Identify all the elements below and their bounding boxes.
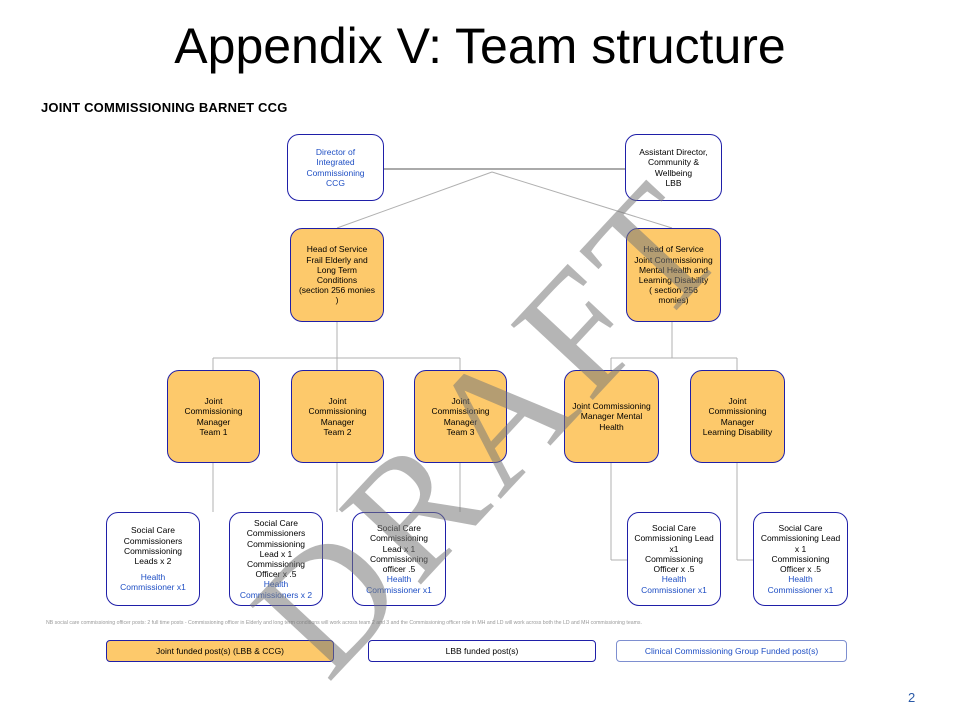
social-care-learning-disability-box: Social Care Commissioning Lead x 1 Commi… (753, 512, 848, 606)
jcm-team-1-box: Joint Commissioning Manager Team 1 (167, 370, 260, 463)
box-text-black: Social Care Commissioners Commissioning … (246, 518, 306, 580)
legend-ccg-label: Clinical Commissioning Group Funded post… (644, 646, 819, 656)
legend-lbb-funded: LBB funded post(s) (368, 640, 596, 662)
box-text-blue: Health Commissioners x 2 (239, 579, 313, 600)
box-text: Joint Commissioning Manager Team 2 (308, 396, 367, 437)
social-care-team-2-box: Social Care Commissioners Commissioning … (229, 512, 323, 606)
box-text-black: Social Care Commissioning Lead x1 Commis… (634, 523, 714, 575)
legend-joint-label: Joint funded post(s) (LBB & CCG) (155, 646, 285, 656)
legend-joint-funded: Joint funded post(s) (LBB & CCG) (106, 640, 334, 662)
page-number: 2 (908, 690, 916, 705)
footnote: NB social care commissioning officer pos… (46, 620, 642, 626)
director-integrated-commissioning-box: Director of Integrated Commissioning CCG (287, 134, 384, 201)
legend-lbb-label: LBB funded post(s) (445, 646, 519, 656)
social-care-team-1-box: Social Care Commissioners Commissioning … (106, 512, 200, 606)
line-to-hos-mh (491, 171, 673, 229)
org-subtitle: JOINT COMMISSIONING BARNET CCG (41, 100, 288, 115)
box-text-blue: Health Commissioner x1 (120, 572, 186, 593)
assistant-director-box: Assistant Director, Community & Wellbein… (625, 134, 722, 201)
box-text: Joint Commissioning Manager Team 3 (431, 396, 490, 437)
box-text: Joint Commissioning Manager Mental Healt… (572, 401, 651, 432)
box-text-blue: Health Commissioner x1 (641, 574, 707, 595)
box-text: Joint Commissioning Manager Learning Dis… (702, 396, 773, 437)
box-text: Head of Service Frail Elderly and Long T… (298, 244, 376, 306)
box-text: Director of Integrated Commissioning CCG (306, 147, 365, 188)
box-text: Head of Service Joint Commissioning Ment… (634, 244, 713, 306)
jcm-learning-disability-box: Joint Commissioning Manager Learning Dis… (690, 370, 785, 463)
line-to-hos-frail (336, 171, 493, 229)
legend-ccg-funded: Clinical Commissioning Group Funded post… (616, 640, 847, 662)
social-care-team-3-box: Social Care Commissioning Lead x 1 Commi… (352, 512, 446, 606)
box-text-black: Social Care Commissioning Lead x 1 Commi… (760, 523, 841, 575)
head-of-service-mh-ld-box: Head of Service Joint Commissioning Ment… (626, 228, 721, 322)
head-of-service-frail-elderly-box: Head of Service Frail Elderly and Long T… (290, 228, 384, 322)
box-text: Joint Commissioning Manager Team 1 (184, 396, 243, 437)
box-text-black: Social Care Commissioners Commissioning … (123, 525, 183, 566)
jcm-team-2-box: Joint Commissioning Manager Team 2 (291, 370, 384, 463)
box-text-blue: Health Commissioner x1 (366, 574, 432, 595)
box-text-blue: Health Commissioner x1 (767, 574, 834, 595)
box-text-black: Social Care Commissioning Lead x 1 Commi… (369, 523, 429, 575)
jcm-mental-health-box: Joint Commissioning Manager Mental Healt… (564, 370, 659, 463)
social-care-mental-health-box: Social Care Commissioning Lead x1 Commis… (627, 512, 721, 606)
box-text: Assistant Director, Community & Wellbein… (639, 147, 708, 188)
jcm-team-3-box: Joint Commissioning Manager Team 3 (414, 370, 507, 463)
page-title: Appendix V: Team structure (174, 18, 786, 74)
